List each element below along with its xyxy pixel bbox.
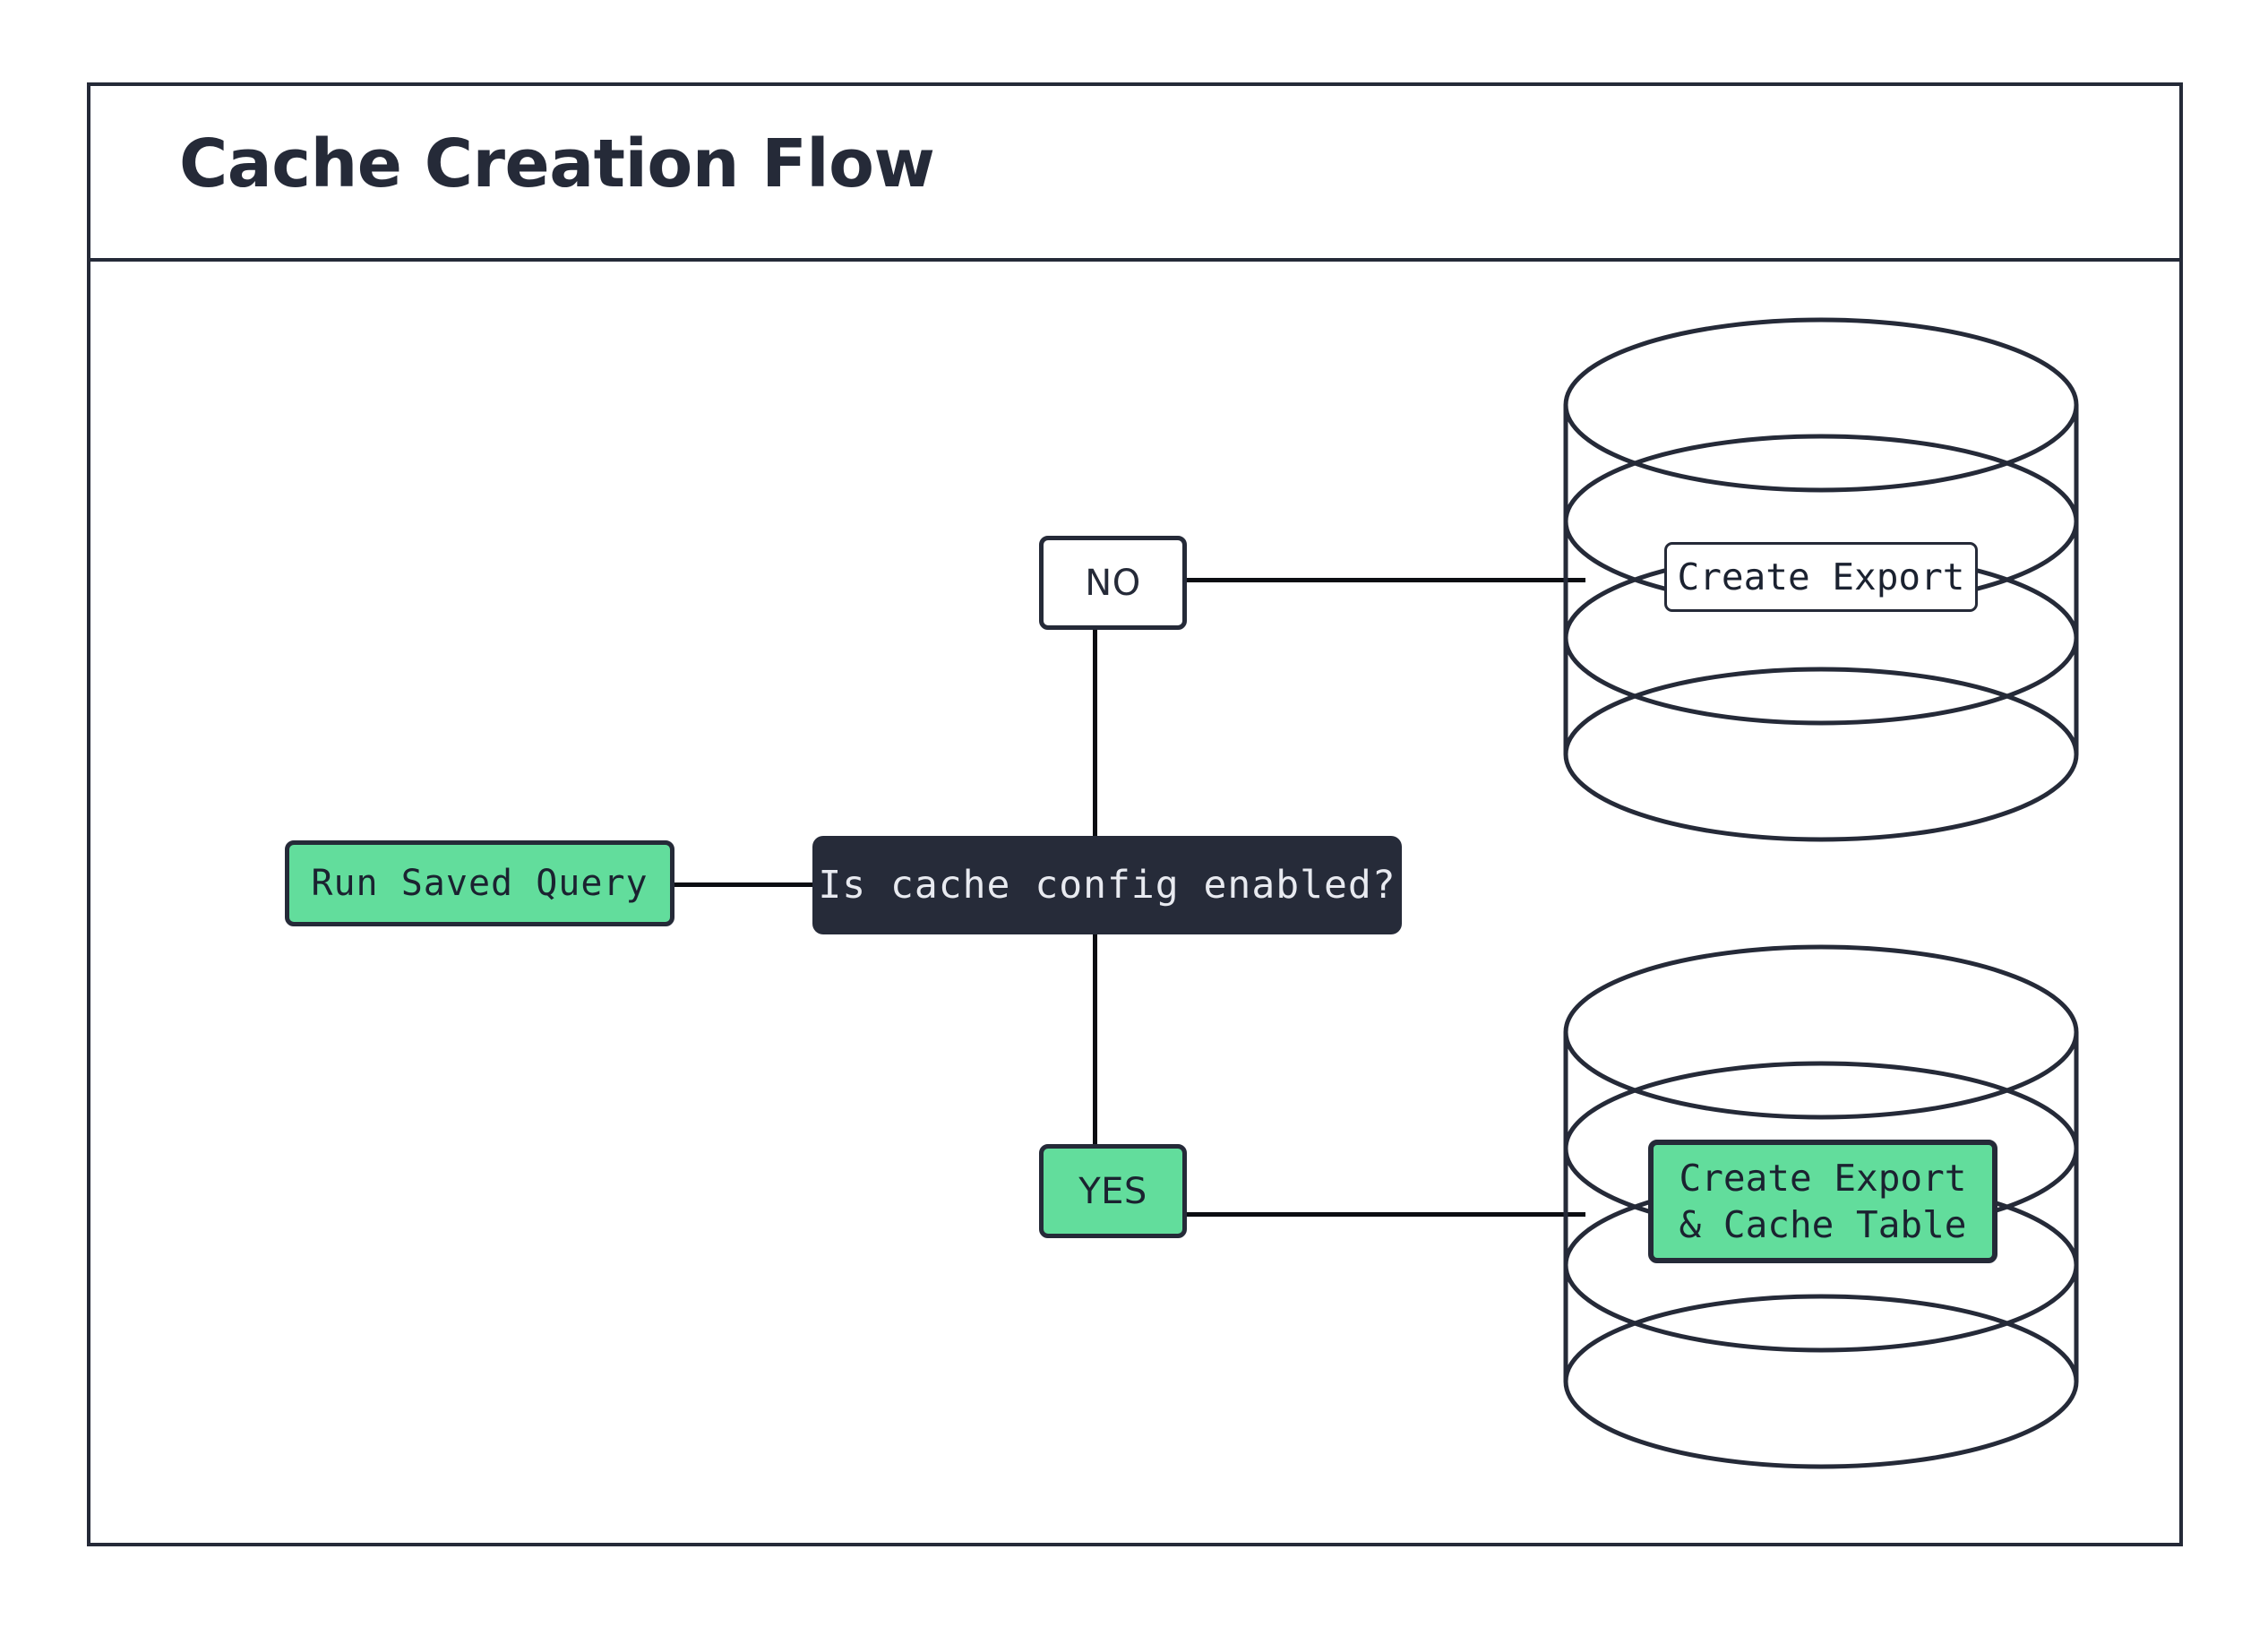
node-branch-yes-label: YES xyxy=(1078,1170,1147,1212)
edge-decision-to-no xyxy=(1093,627,1097,838)
node-branch-no-label: NO xyxy=(1085,562,1141,604)
node-branch-yes[interactable]: YES xyxy=(1039,1144,1187,1238)
diagram-title-bar xyxy=(87,82,2183,262)
database-cylinder-top: Create Export xyxy=(1561,315,2081,844)
node-run-saved-query[interactable]: Run Saved Query xyxy=(285,840,674,926)
node-decision-label: Is cache config enabled? xyxy=(818,863,1396,908)
page-title: Cache Creation Flow xyxy=(179,125,935,202)
db-bottom-label: Create Export & Cache Table xyxy=(1648,1140,1997,1263)
edge-decision-to-yes xyxy=(1093,932,1097,1147)
edge-start-to-decision xyxy=(672,882,815,887)
node-branch-no[interactable]: NO xyxy=(1039,536,1187,630)
edge-no-to-db-top xyxy=(1187,578,1585,582)
diagram-frame xyxy=(87,82,2183,1546)
node-run-saved-query-label: Run Saved Query xyxy=(311,863,649,904)
db-top-label: Create Export xyxy=(1664,542,1978,612)
db-bottom-label-line2: & Cache Table xyxy=(1679,1203,1967,1246)
node-decision-cache-config[interactable]: Is cache config enabled? xyxy=(812,836,1402,934)
db-bottom-label-line1: Create Export xyxy=(1679,1156,1967,1200)
database-cylinder-bottom: Create Export & Cache Table xyxy=(1561,943,2081,1471)
edge-yes-to-db-bottom xyxy=(1187,1212,1585,1217)
db-top-label-line1: Create Export xyxy=(1677,555,1965,598)
